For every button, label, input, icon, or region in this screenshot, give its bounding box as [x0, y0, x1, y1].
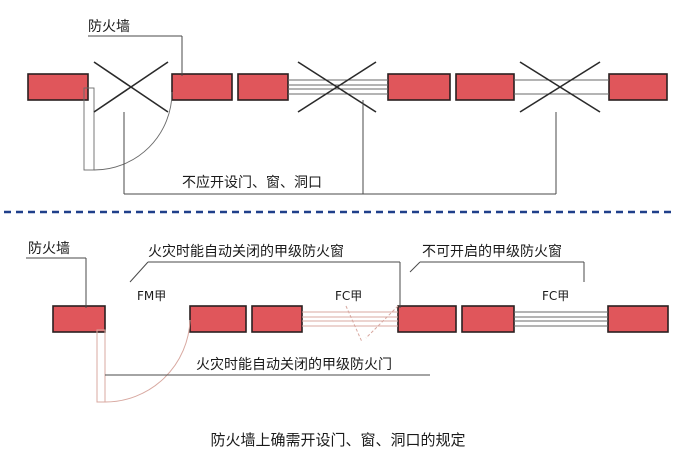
top-wall-segment-4	[387, 73, 451, 101]
bottom-wall-label: 防火墙	[28, 241, 70, 257]
top-prohibited-door	[83, 61, 173, 171]
top-wall-segment-3	[237, 73, 289, 101]
window-fixed-leader	[409, 261, 585, 282]
door-auto-close-label: 火灾时能自动关闭的甲级防火门	[196, 356, 392, 373]
bottom-fire-door	[96, 319, 191, 403]
top-wall-label-leader	[88, 35, 183, 76]
fire-window-code-label-1: FC甲	[335, 289, 362, 303]
top-section: 防火墙 不应开设门、窗、洞口	[27, 19, 668, 195]
top-callout-text: 不应开设门、窗、洞口	[182, 174, 322, 191]
window-auto-close-label: 火灾时能自动关闭的甲级防火窗	[148, 243, 344, 260]
top-wall-segment-2	[171, 73, 233, 101]
window-fixed-label: 不可开启的甲级防火窗	[422, 243, 562, 260]
bottom-wall-segment-6	[607, 305, 669, 333]
window-auto-close-leader	[129, 261, 401, 308]
fire-window-code-label-2: FC甲	[542, 289, 569, 303]
top-wall-segment-5	[455, 73, 515, 101]
bottom-wall-segment-1	[52, 305, 106, 333]
bottom-wall-label-leader	[26, 257, 87, 308]
top-prohibited-window-2	[514, 61, 609, 113]
top-prohibited-window-1	[288, 61, 388, 113]
bottom-fixed-window	[514, 311, 608, 327]
top-callout-bracket	[123, 100, 557, 195]
bottom-wall-segment-3	[251, 305, 303, 333]
fire-door-code-label: FM甲	[137, 289, 166, 303]
figure-caption: 防火墙上确需开设门、窗、洞口的规定	[210, 431, 465, 449]
bottom-wall-segment-4	[397, 305, 457, 333]
bottom-wall-segment-5	[461, 305, 515, 333]
bottom-wall-segment-2	[189, 305, 247, 333]
bottom-section: 防火墙 FM甲 FC甲 FC甲	[26, 241, 669, 403]
top-wall-segment-6	[608, 73, 668, 101]
top-wall-segment-1	[27, 73, 89, 101]
top-wall-label: 防火墙	[88, 19, 130, 35]
bottom-auto-close-window	[302, 305, 399, 343]
